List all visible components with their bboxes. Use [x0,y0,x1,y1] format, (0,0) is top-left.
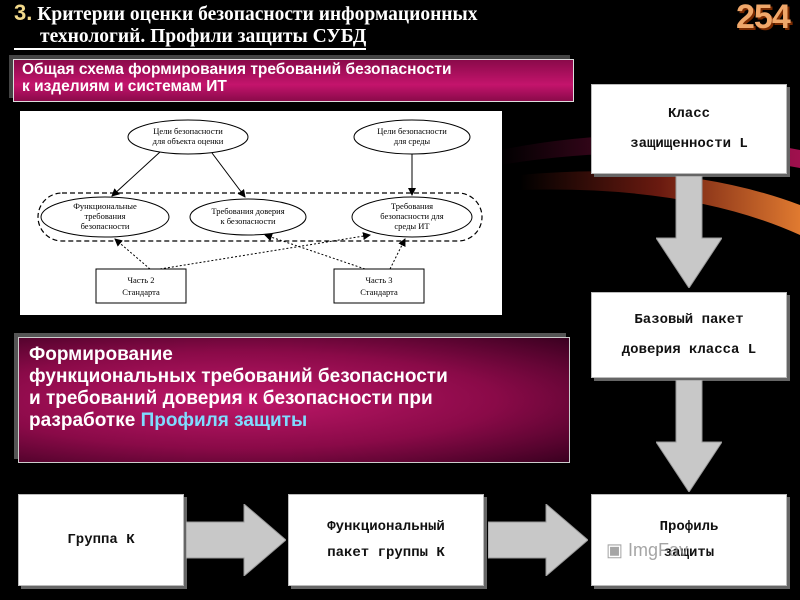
info-line-2: функциональных требований безопасности [29,366,448,387]
env-req-text-3: среды ИТ [394,221,430,231]
env-req-text-1: Требования [391,201,433,211]
func-req-text-3: безопасности [81,221,130,231]
slide-header: 3. Критерии оценки безопасности информац… [14,2,654,50]
node-part2 [95,268,187,304]
requirements-scheme: Цели безопасности для объекта оценки Цел… [20,111,502,315]
page-number: 254 [736,0,791,36]
box-class-line-2: защищенности L [630,136,748,152]
header-line-1: 3. Критерии оценки безопасности информац… [14,2,654,26]
info-line-1: Формирование [29,344,173,365]
info-line-4-accent: Профиля защиты [140,410,308,431]
box-profile-line-1: Профиль [659,519,719,535]
node-trust-req [189,198,307,236]
box-base-package: Базовый пакет доверия класса L [591,292,787,378]
goals-env-text-1: Цели безопасности [377,126,447,136]
trust-req-text-1: Требования доверия [211,206,284,216]
arrow-part2-to-env [159,232,371,270]
goals-env-text-2: для среды [394,136,431,146]
arrow-down-2 [656,380,722,492]
part3-text-1: Часть 3 [365,275,392,285]
arrow-part3-to-trust [264,233,366,270]
arrow-part2-to-func [114,238,151,270]
subtitle-line-1: Общая схема формирования требований безо… [22,61,452,78]
watermark-icon: ▣ [606,540,624,560]
env-req-text-2: безопасности для [380,211,443,221]
box-class-line-1: Класс [667,106,710,122]
title-line-1: Критерии оценки безопасности информацион… [37,4,478,25]
box-base-line-1: Базовый пакет [634,312,744,328]
goals-object-text-1: Цели безопасности [153,126,223,136]
subtitle-box: Общая схема формирования требований безо… [13,59,574,102]
box-func-package: Функциональный пакет группы К [288,494,484,586]
arrow-right-1 [186,504,286,576]
box-profile-line-2: защиты [663,545,715,561]
watermark-text: ImgFav [628,540,689,560]
part2-text-2: Стандарта [122,287,160,297]
box-protection-profile: Профиль защиты [591,494,787,586]
watermark: ▣ ImgFav [606,540,688,561]
arrow-down-1 [656,176,722,288]
box-func-line-1: Функциональный [327,519,445,535]
box-group-k: Группа К [18,494,184,586]
goals-object-text-2: для объекта оценки [153,136,224,146]
node-goals-object [127,119,249,155]
func-req-text-1: Функциональные [73,201,137,211]
subtitle-line-2: к изделиям и системам ИТ [22,78,227,95]
arrow-right-2 [488,504,588,576]
node-func-req [40,196,170,238]
trust-req-text-2: к безопасности [220,216,275,226]
arrow-part3-to-env [389,238,406,270]
box-func-line-2: пакет группы К [327,545,445,561]
box-security-class: Класс защищенности L [591,84,787,174]
info-line-4-text: разработке [29,410,141,431]
part2-text-1: Часть 2 [127,275,154,285]
node-env-req [351,196,473,238]
func-req-text-2: требования [84,211,125,221]
info-line-4: разработке Профиля защиты [29,410,559,432]
info-box: Формирование функциональных требований б… [18,337,570,463]
section-number: 3. [14,0,33,25]
info-line-3: и требований доверия к безопасности при [29,388,433,409]
part3-text-2: Стандарта [360,287,398,297]
box-group-text: Группа К [67,532,135,548]
box-base-line-2: доверия класса L [621,342,757,358]
arrow-goals-to-func [111,151,161,197]
node-part3 [333,268,425,304]
arrow-goals-to-trust [211,152,246,198]
title-line-2: технологий. Профили защиты СУБД [14,26,367,50]
scheme-diagram: Цели безопасности для объекта оценки Цел… [37,119,483,304]
requirements-group-frame [37,192,483,242]
